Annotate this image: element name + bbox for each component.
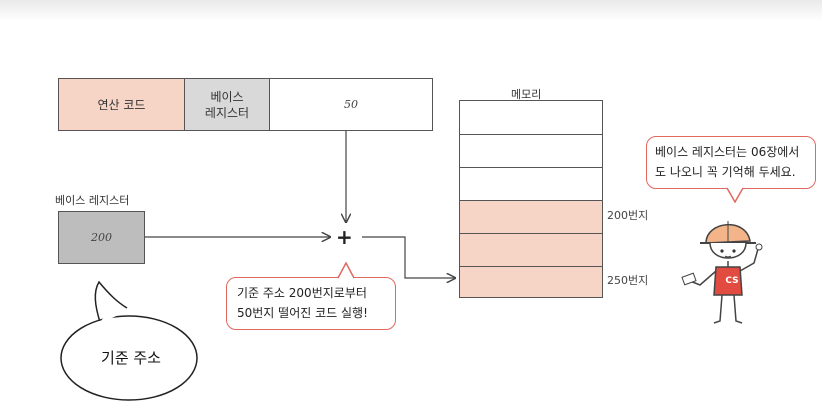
adder-symbol: + (336, 225, 353, 249)
operand-field: 50 (270, 79, 432, 130)
cs-character-illustration (681, 221, 763, 324)
memory-cell (460, 134, 602, 167)
adder-to-memory-arrow (362, 236, 455, 278)
character-callout-line1: 베이스 레지스터는 06장에서 (655, 145, 800, 159)
adder-callout-pointer (337, 262, 355, 279)
speech-bubble-text: 기준 주소 (101, 349, 161, 367)
adder-callout: 기준 주소 200번지로부터 50번지 떨어진 코드 실행! (226, 277, 396, 330)
memory-address-250: 250번지 (607, 274, 649, 287)
cs-badge: CS (725, 276, 739, 286)
opcode-field: 연산 코드 (59, 79, 185, 130)
memory-cell (460, 101, 602, 134)
base-register-box: 200 (58, 211, 145, 264)
speech-bubble-shape (60, 280, 198, 401)
operand-value: 50 (344, 97, 358, 111)
memory-cell (460, 167, 602, 200)
adder-callout-line2: 50번지 떨어진 코드 실행! (237, 306, 368, 320)
instruction-box: 연산 코드 베이스 레지스터 50 (58, 78, 433, 131)
memory-cell-highlighted (460, 266, 602, 297)
memory-title: 메모리 (511, 88, 542, 101)
adder-callout-line1: 기준 주소 200번지로부터 (237, 286, 367, 300)
base-register-title: 베이스 레지스터 (55, 194, 130, 207)
base-register-field-label-2: 레지스터 (204, 105, 250, 120)
opcode-label: 연산 코드 (97, 97, 146, 112)
memory-cell-highlighted (460, 233, 602, 266)
character-callout-line2: 도 나오니 꼭 기억해 두세요. (655, 165, 796, 179)
base-register-field-label-1: 베이스 (210, 89, 244, 104)
base-register-value: 200 (91, 230, 112, 244)
window-top-bar (0, 0, 822, 22)
base-register-field: 베이스 레지스터 (185, 79, 270, 130)
memory-address-200: 200번지 (607, 209, 649, 222)
memory-cell-highlighted (460, 200, 602, 233)
character-callout: 베이스 레지스터는 06장에서 도 나오니 꼭 기억해 두세요. (646, 136, 816, 189)
character-callout-pointer (726, 187, 744, 203)
memory-block (459, 100, 603, 298)
